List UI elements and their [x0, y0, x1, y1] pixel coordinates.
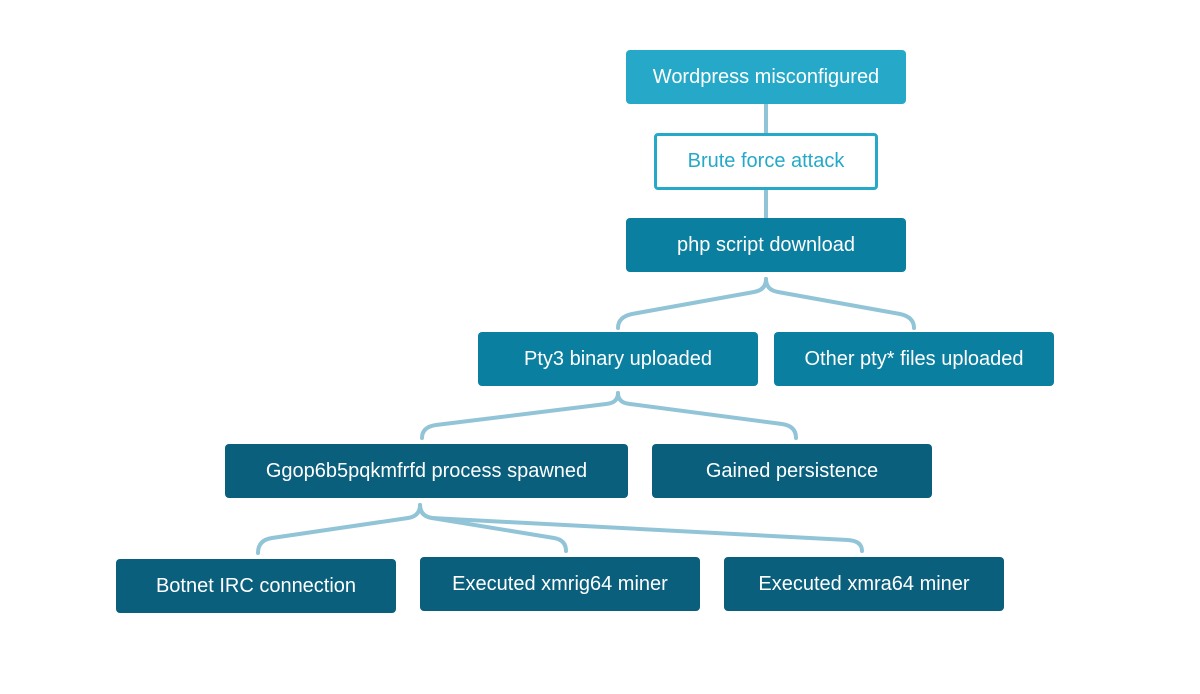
connector-ggop-botnet: [256, 503, 422, 555]
node-executed-xmra64-miner: Executed xmra64 miner: [724, 557, 1004, 611]
node-botnet-irc-connection: Botnet IRC connection: [116, 559, 396, 613]
node-other-pty-files-uploaded: Other pty* files uploaded: [774, 332, 1054, 386]
connector-pty3-ggop: [420, 391, 620, 440]
node-pty3-binary-uploaded: Pty3 binary uploaded: [478, 332, 758, 386]
node-php-script-download: php script download: [626, 218, 906, 272]
connector-php-pty3: [616, 277, 768, 330]
connector-ggop-xmrig: [418, 503, 568, 553]
node-gained-persistence: Gained persistence: [652, 444, 932, 498]
node-wordpress-misconfigured: Wordpress misconfigured: [626, 50, 906, 104]
node-ggop-process-spawned: Ggop6b5pqkmfrfd process spawned: [225, 444, 628, 498]
node-executed-xmrig64-miner: Executed xmrig64 miner: [420, 557, 700, 611]
connector-ggop-xmra: [418, 503, 864, 553]
connector-php-otherpty: [764, 277, 916, 330]
connector-pty3-persistence: [616, 391, 798, 440]
node-brute-force-attack: Brute force attack: [654, 133, 878, 190]
